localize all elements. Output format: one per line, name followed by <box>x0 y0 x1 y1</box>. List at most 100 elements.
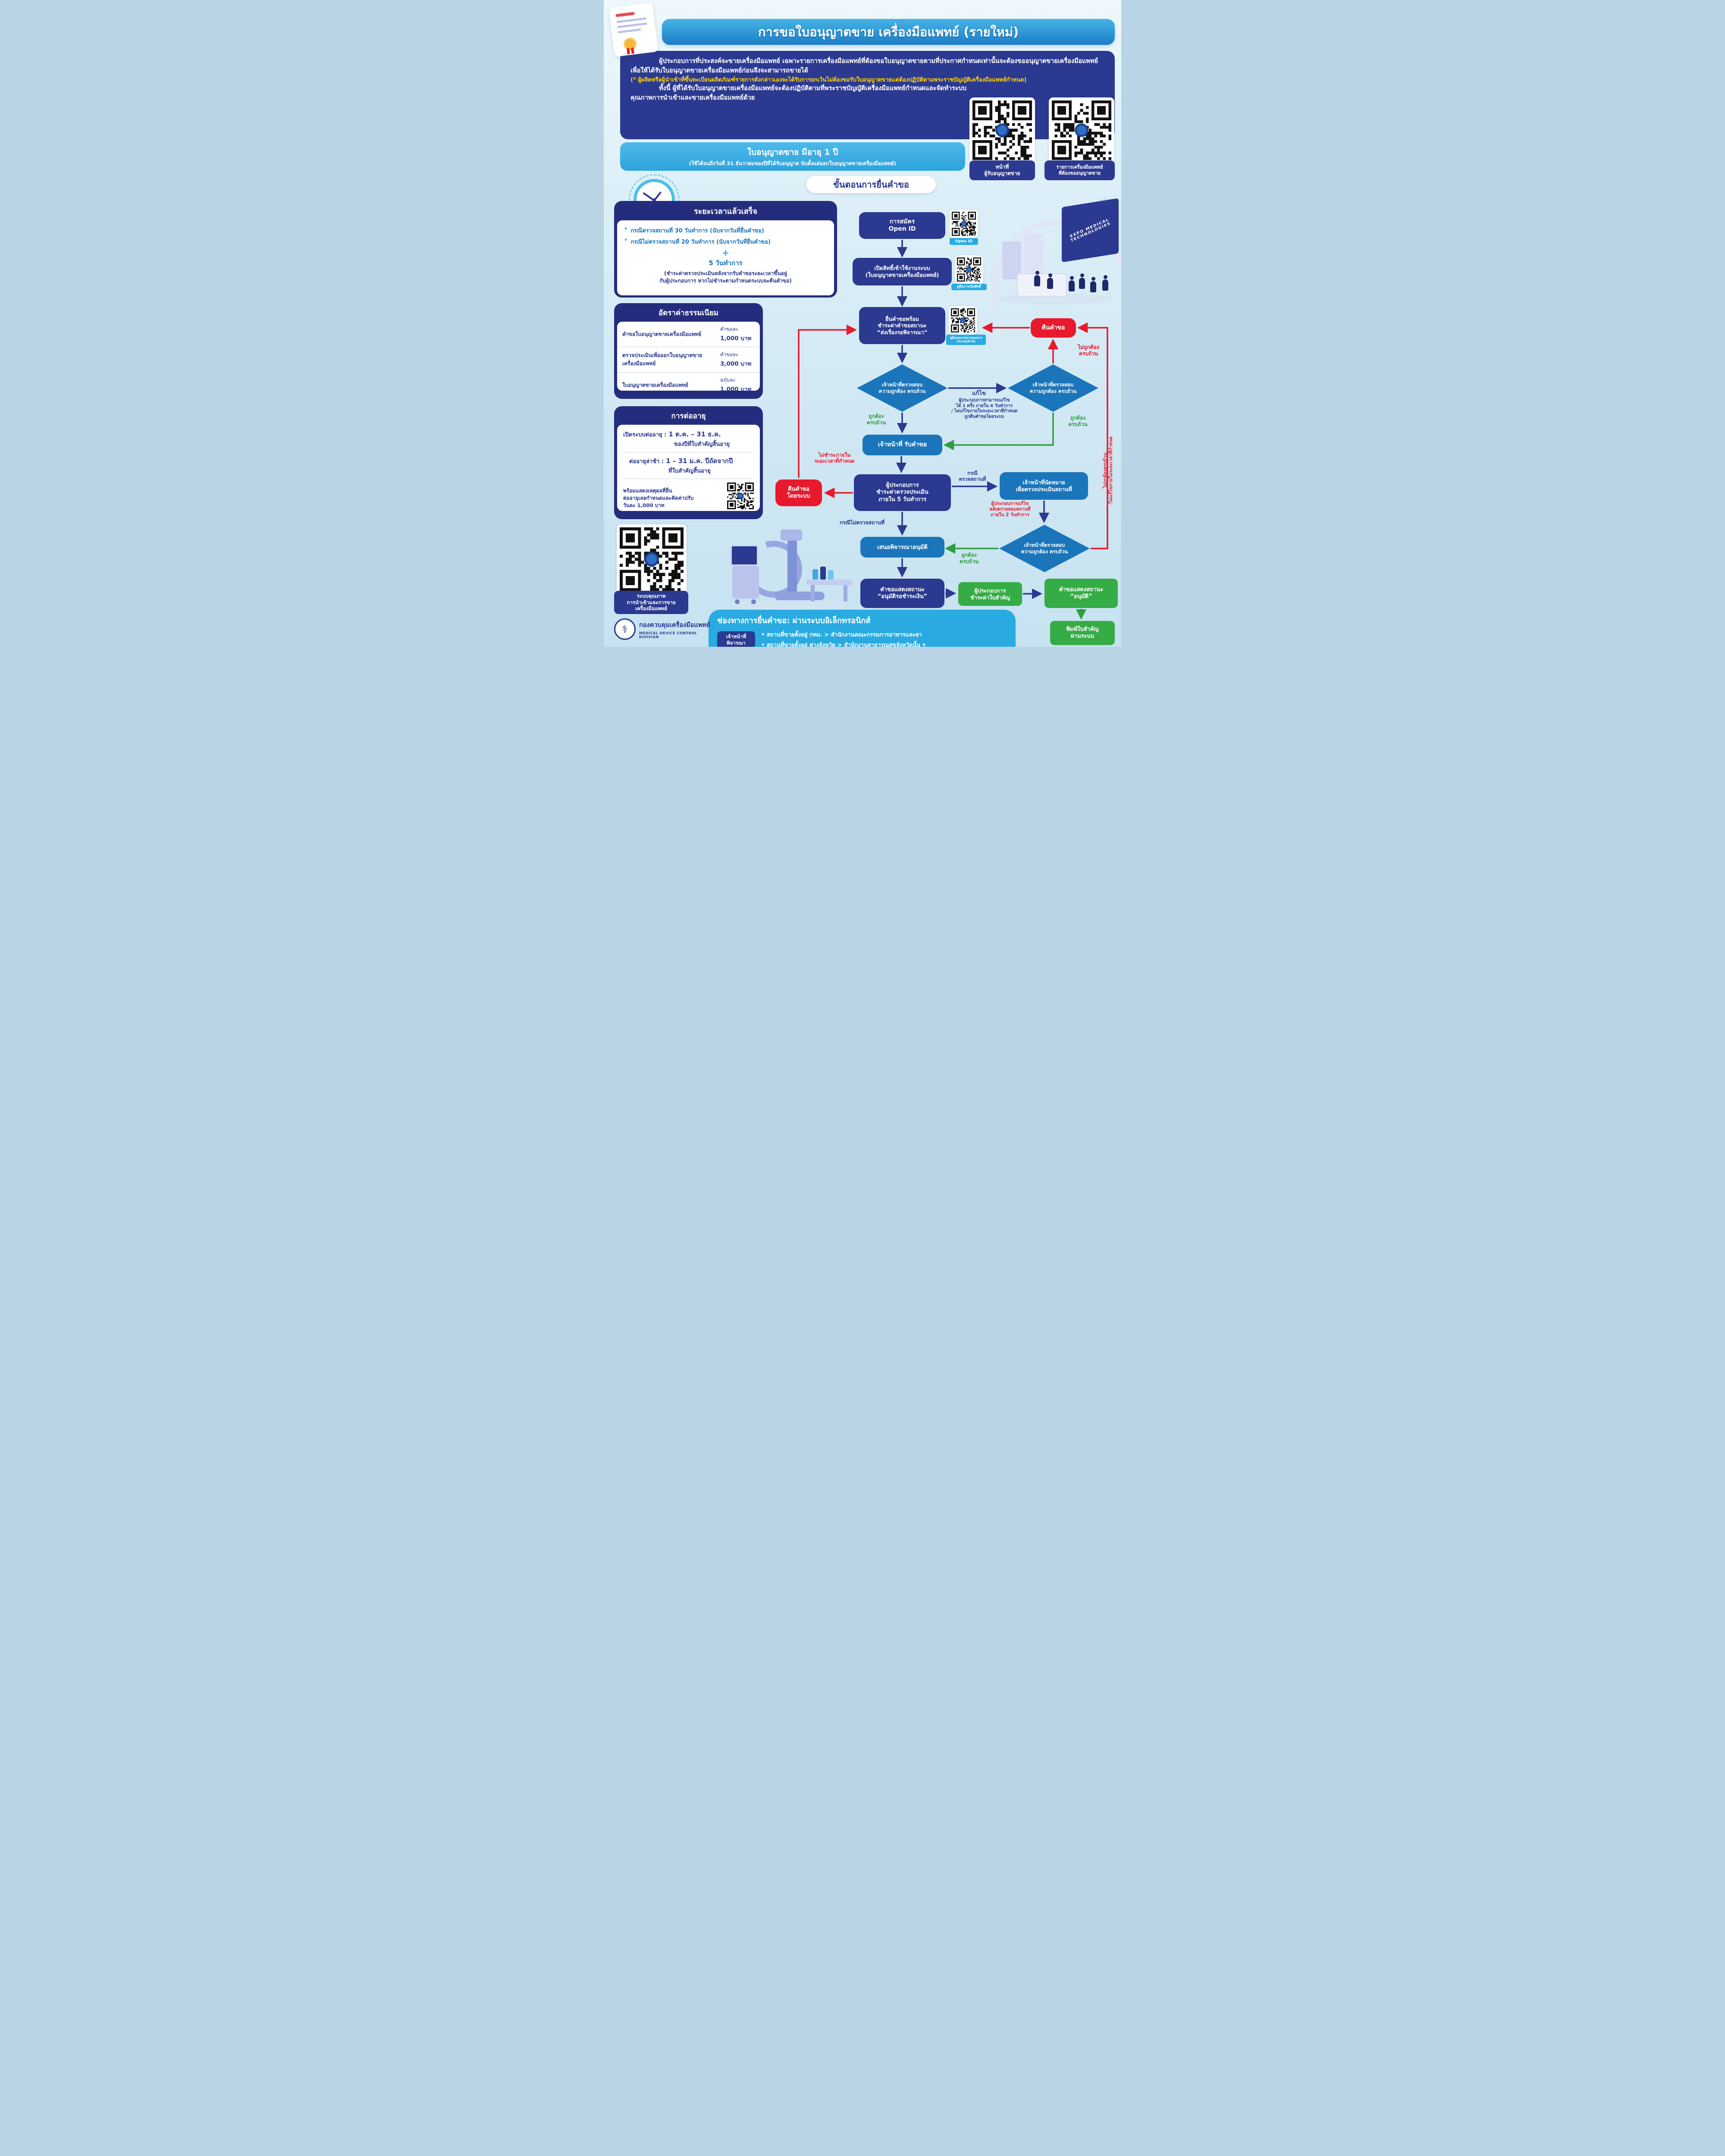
lab-flask <box>812 569 818 580</box>
steps-title-pill: ขั้นตอนการยื่นคำขอ <box>806 176 936 193</box>
qr-submit-manual-caption: คู่มือและรายการเอกสาร ประกอบคำขอ <box>946 335 986 345</box>
qr-code <box>1052 100 1111 160</box>
quality-system-qr-label: ระบบคุณภาพ การนำเข้าและการขาย เครื่องมือ… <box>614 591 688 614</box>
decision-check-1: เจ้าหน้าที่ตรวจสอบ ความถูกต้อง ครบถ้วน <box>857 364 947 412</box>
validity-subtitle: (ใช้ได้จนถึงวันที่ 31 ธันวาคมของปีที่ได้… <box>689 160 897 166</box>
expo-desk <box>1017 273 1067 297</box>
cart-wheel <box>735 599 740 604</box>
expo-illustration: ⚙ ⚙ EXPO MEDICAL TECHNOLOGIES <box>983 191 1121 311</box>
node-pay-certificate: ผู้ประกอบการ ชำระค่าใบสำคัญ <box>958 582 1022 606</box>
fee-unit: ฉบับละ <box>720 377 736 383</box>
channel-item-2: สถานที่ขายตั้งอยู่ ต่างจังหวัด > สำนักงา… <box>761 640 925 647</box>
label-correct-1: ถูกต้อง ครบถ้วน <box>866 413 886 426</box>
validity-title: ใบอนุญาตขาย มีอายุ 1 ปี <box>747 147 838 157</box>
fee-label: ใบอนุญาตขายเครื่องมือแพทย์ <box>622 382 688 388</box>
qr-code <box>952 212 976 236</box>
label-correct-3: ถูกต้อง ครบถ้วน <box>959 552 979 564</box>
node-status-wait-payment: คำขอแสดงสถานะ “อนุมัติรอชำระเงิน” <box>860 579 944 608</box>
node-status-approved: คำขอแสดงสถานะ “อนุมัติ” <box>1044 579 1118 608</box>
node-propose-approval: เสนอพิจารณาอนุมัติ <box>860 537 944 558</box>
label-edit-note: ผู้ประกอบการสามารถแก้ไข ได้ 1 ครั้ง ภายใ… <box>951 398 1018 419</box>
intro-note: (* ผู้ผลิตหรือผู้นำเข้าที่ขึ้นทะเบียนผลิ… <box>630 76 1027 83</box>
node-return-request: คืนคำขอ <box>1031 318 1076 338</box>
timeline-extra-days: 5 วันทำการ <box>709 259 743 267</box>
monitor-screen <box>731 545 758 566</box>
channel-title: ช่องทางการยื่นคำขอ: ผ่านระบบอิเล็กทรอนิก… <box>717 616 871 625</box>
fee-row: ตรวจประเมินเพื่อออกใบอนุญาตขาย เครื่องมื… <box>617 347 760 373</box>
lab-flask <box>820 567 826 580</box>
qr-code <box>972 100 1032 160</box>
fee-label: ตรวจประเมินเพื่อออกใบอนุญาตขาย เครื่องมื… <box>622 352 703 367</box>
label-case-site: กรณี ตรวจสถานที่ <box>959 470 986 483</box>
expo-panel <box>1002 241 1021 279</box>
intro-paragraph-1: ผู้ประกอบการที่ประสงค์จะขายเครื่องมือแพท… <box>630 58 1098 74</box>
lab-table-top <box>806 580 852 585</box>
renewal-line1-label: เปิดระบบต่ออายุ : <box>623 432 667 438</box>
page-title-banner: การขอใบอนุญาตขาย เครื่องมือแพทย์ (รายใหม… <box>662 19 1115 45</box>
label-case-no-site: กรณีไม่ตรวจสถานที่ <box>839 520 885 526</box>
channel-item-1: สถานที่ขายตั้งอยู่ กทม. > สำนักงานคณะกรร… <box>761 630 925 639</box>
person-figure <box>1069 276 1075 291</box>
org-name: กองควบคุมเครื่องมือแพทย์ <box>639 622 710 629</box>
lab-table-leg <box>811 585 815 602</box>
qr-submit-manual <box>949 306 977 335</box>
completion-time-title: ระยะเวลาแล้วเสร็จ <box>693 207 758 216</box>
timeline-plus: + <box>722 248 729 258</box>
qr-device-list-label: รายการเครื่องมือแพทย์ ที่ต้องขออนุญาตขาย <box>1044 160 1115 180</box>
node-appointment: เจ้าหน้าที่นัดหมาย เพื่อตรวจประเมินสถานท… <box>1000 472 1088 500</box>
node-open-id: การสมัคร Open ID <box>859 212 945 239</box>
qr-code <box>951 308 975 332</box>
decision-check-3: เจ้าหน้าที่ตรวจสอบ ความถูกต้อง ครบถ้วน <box>999 525 1090 572</box>
quality-system-qr <box>617 524 687 594</box>
expo-sign-text: EXPO MEDICAL TECHNOLOGIES <box>1070 217 1111 243</box>
certificate-icon <box>608 3 659 57</box>
person-figure <box>1079 273 1085 289</box>
qr-licensee-duties-label: หน้าที่ ผู้รับอนุญาตขาย <box>969 160 1035 180</box>
org-name-en: MEDICAL DEVICE CONTROL DIVISION <box>639 631 697 639</box>
label-correct-2: ถูกต้อง ครบถ้วน <box>1068 415 1088 427</box>
devices-floor-shadow <box>731 599 849 610</box>
officer-badge: เจ้าหน้าที่ พิจารณา <box>717 631 755 647</box>
lab-table-leg <box>844 585 847 602</box>
fees-title: อัตราค่าธรรมเนียม <box>658 309 719 317</box>
timeline-bullet-1: กรณีตรวจสถานที่ 30 วันทำการ (นับจากวันที… <box>630 228 764 234</box>
person-figure <box>1034 271 1040 286</box>
qr-code <box>620 527 684 591</box>
qr-licensee-duties <box>969 97 1035 163</box>
node-return-by-system: คืนคำขอ โดยระบบ <box>775 479 822 506</box>
page-title: การขอใบอนุญาตขาย เครื่องมือแพทย์ (รายใหม… <box>758 24 1019 39</box>
fee-row: ใบอนุญาตขายเครื่องมือแพทย์ ฉบับละ 1,000 … <box>617 373 760 391</box>
lab-flask <box>828 570 834 580</box>
qr-access-manual <box>955 255 983 284</box>
fee-amount: 1,000 บาท <box>720 335 752 342</box>
label-not-paid: ไม่ชำระภายใน ระยะเวลาที่กำหนด <box>814 452 855 464</box>
node-receive-request: เจ้าหน้าที่ รับคำขอ <box>862 435 942 455</box>
qr-access-manual-caption: คู่มือการเปิดสิทธิ์ <box>951 284 987 290</box>
intro-panel: ผู้ประกอบการที่ประสงค์จะขายเครื่องมือแพท… <box>620 51 1115 139</box>
fees-panel: อัตราค่าธรรมเนียม คำขอใบอนุญาตขายเครื่อง… <box>614 303 763 399</box>
gold-seal-icon <box>623 37 637 51</box>
timeline-bullet-2: กรณีไม่ตรวจสถานที่ 20 วันทำการ (นับจากวั… <box>630 239 771 245</box>
qr-open-id <box>950 210 978 238</box>
person-figure <box>1090 277 1096 292</box>
fee-amount: 1,000 บาท <box>720 386 752 391</box>
renewal-qr-code <box>727 483 754 509</box>
expo-panel <box>1025 234 1044 279</box>
fee-label: คำขอใบอนุญาตขายเครื่องมือแพทย์ <box>622 331 702 337</box>
qr-device-list <box>1049 97 1114 163</box>
renewal-line2-cont: ที่ใบสำคัญสิ้นอายุ <box>668 468 711 474</box>
fee-unit: คำขอละ <box>720 351 739 357</box>
label-fix-after-site: ผู้ประกอบการแก้ไข หลังตรวจสอบสถานที่ ภาย… <box>989 501 1031 518</box>
caduceus-icon: ⚕ <box>614 618 636 640</box>
intro-paragraph-2: ทั้งนี้ ผู้ที่ได้รับใบอนุญาตขายเครื่องมื… <box>630 85 967 101</box>
qr-open-id-caption: Open ID <box>950 238 978 245</box>
monitor-cart <box>732 566 759 599</box>
person-figure <box>1047 273 1053 289</box>
node-submit-request: ยื่นคำขอพร้อม ชำระค่าคำขอสถานะ “ส่งเรื่อ… <box>859 307 945 344</box>
xray-head <box>781 530 802 541</box>
label-right-return-note: ไม่ถูกต้องครบถ้วน /ไม่แก้ไขภายในระยะเวลา… <box>1102 436 1113 505</box>
node-pay-assessment: ผู้ประกอบการ ชำระค่าตรวจประเมิน ภายใน 5 … <box>854 474 951 511</box>
xray-column <box>787 537 797 594</box>
qr-code <box>957 257 981 282</box>
renewal-line1-value: 1 ต.ค. – 31 ธ.ค. <box>668 430 721 438</box>
